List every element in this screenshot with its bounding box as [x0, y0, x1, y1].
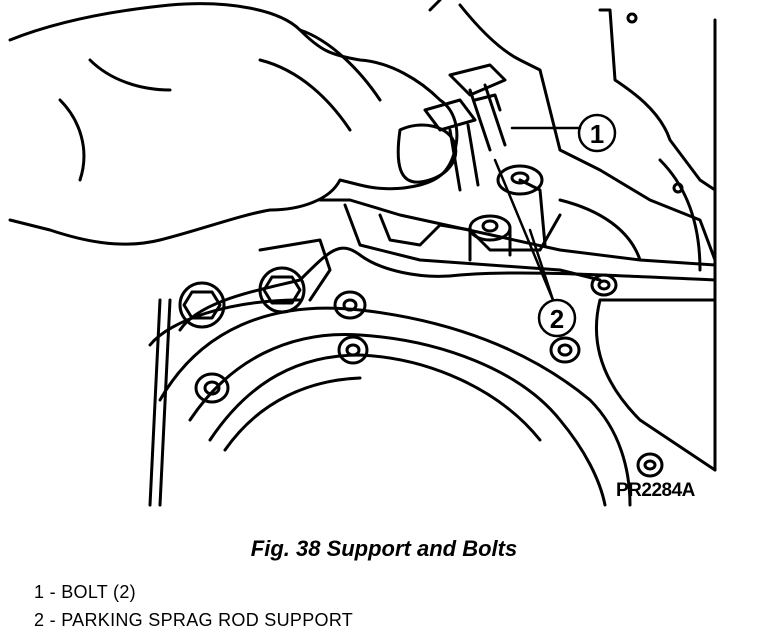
callout-number-1: 1 [590, 119, 604, 149]
legend-item: 2 - PARKING SPRAG ROD SUPPORT [34, 610, 354, 630]
figure-code: PR2284A [616, 480, 695, 501]
callout-leaders [493, 113, 617, 338]
bolts-illustration [423, 63, 507, 192]
case-housing [428, 0, 717, 472]
callout-circle-1 [577, 113, 617, 153]
figure-caption: Fig. 38 Support and Bolts [250, 536, 518, 561]
transmission-diagram: 1 2 [8, 0, 717, 507]
cover-gasket [148, 246, 717, 507]
callout-circle-2 [537, 298, 577, 338]
callout-number-2: 2 [550, 304, 564, 334]
hex-bolt-heads [178, 238, 332, 329]
sprag-rod-support [318, 164, 717, 282]
hand-illustration [8, 2, 459, 246]
legend-item: 1 - BOLT (2) [34, 582, 136, 602]
